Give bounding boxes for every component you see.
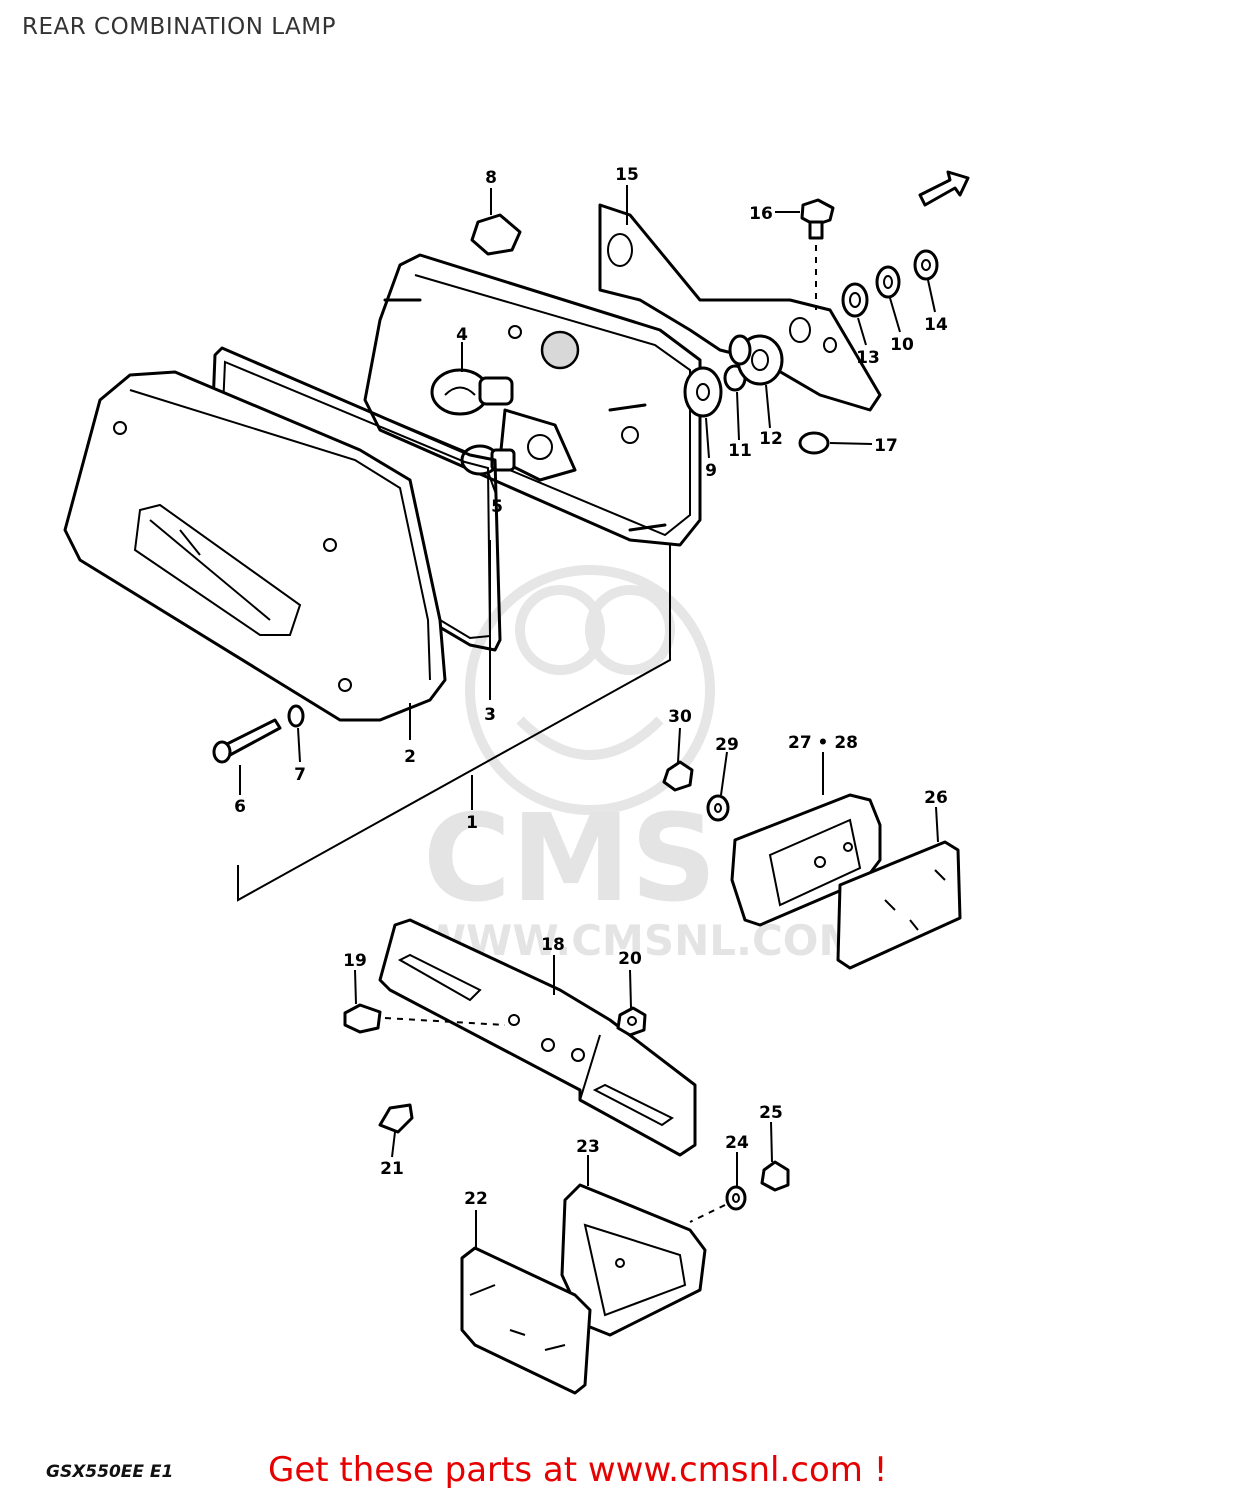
callout-6: 6: [234, 797, 246, 817]
part-10-washer: [875, 265, 901, 299]
callout-8: 8: [485, 168, 497, 188]
part-26-reflector: [836, 840, 962, 970]
callout-21: 21: [380, 1159, 404, 1179]
callout-29: 29: [715, 735, 739, 755]
part-20-nut: [616, 1006, 647, 1037]
part-5-bulb: [460, 444, 516, 476]
callout-22: 22: [464, 1189, 488, 1209]
part-4-bulb: [430, 368, 514, 416]
part-17-nut: [798, 431, 830, 455]
callout-10: 10: [890, 335, 914, 355]
callout-4: 4: [456, 325, 468, 345]
callout-12: 12: [759, 429, 783, 449]
part-2-lens: [63, 370, 447, 722]
part-12-grommet: [728, 334, 784, 386]
callout-20: 20: [618, 949, 642, 969]
part-25-nut: [760, 1160, 790, 1192]
callout-23: 23: [576, 1137, 600, 1157]
callout-2: 2: [404, 747, 416, 767]
part-13-washer: [841, 282, 869, 318]
lamp-housing-back: [363, 253, 702, 547]
part-15-bracket: [598, 203, 882, 412]
callout-9: 9: [705, 461, 717, 481]
watermark-url: WWW.CMSNL.COM: [420, 916, 861, 965]
page-title: REAR COMBINATION LAMP: [22, 14, 337, 40]
watermark-logo: CMS WWW.CMSNL.COM: [420, 565, 861, 965]
callout-15: 15: [615, 165, 639, 185]
promo-link-text[interactable]: Get these parts at www.cmsnl.com !: [268, 1450, 888, 1490]
front-arrow-icon: [918, 170, 970, 207]
watermark-logo-text: CMS: [423, 790, 717, 929]
part-21-clip: [378, 1103, 414, 1134]
callout-18: 18: [541, 935, 565, 955]
part-29-washer: [706, 794, 730, 822]
part-22-lamp-lens: [460, 1246, 592, 1395]
callout-30: 30: [668, 707, 692, 727]
callout-3: 3: [484, 705, 496, 725]
part-18-plate-bracket: [378, 918, 697, 1157]
callout-27-28: 27 • 28: [788, 733, 858, 753]
callout-5: 5: [491, 497, 503, 517]
callout-labels: 1 2 3 4 5 6 7 8 9 10 11 12 13 14 15 16 1…: [234, 165, 948, 1209]
callout-19: 19: [343, 951, 367, 971]
leader-lines: [239, 185, 939, 1250]
part-24-washer: [689, 1185, 747, 1223]
part-7-washer: [287, 704, 305, 728]
callout-24: 24: [725, 1133, 749, 1153]
part-16-bolt: [800, 198, 835, 310]
callout-16: 16: [749, 204, 773, 224]
model-code: GSX550EE E1: [46, 1462, 174, 1482]
part-1-assembly-outline: [237, 545, 671, 902]
callout-26: 26: [924, 788, 948, 808]
part-6-screw: [212, 718, 282, 764]
part-30-nut: [662, 760, 694, 792]
callout-1: 1: [466, 813, 478, 833]
part-8-cap: [470, 213, 522, 256]
part-19-bolt: [343, 1003, 506, 1034]
part-14-nut: [913, 249, 939, 281]
callout-17: 17: [874, 436, 898, 456]
part-27-28-reflector-housing: [730, 793, 882, 927]
callout-25: 25: [759, 1103, 783, 1123]
callout-13: 13: [856, 348, 880, 368]
part-9-washer: [683, 366, 723, 418]
callout-7: 7: [294, 765, 306, 785]
callout-11: 11: [728, 441, 752, 461]
callout-14: 14: [924, 315, 948, 335]
